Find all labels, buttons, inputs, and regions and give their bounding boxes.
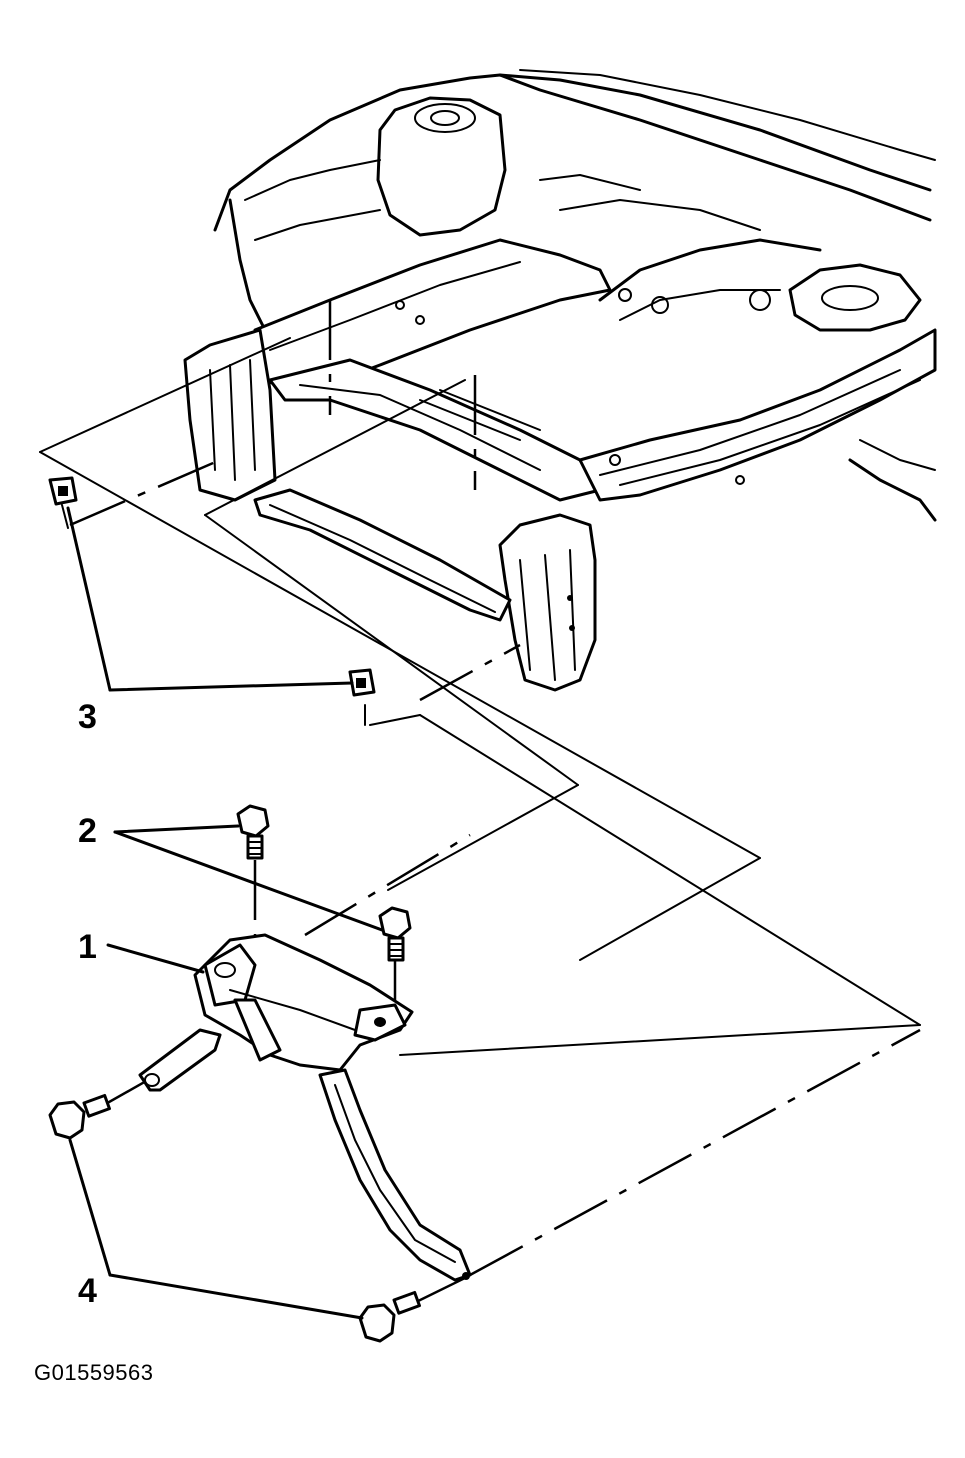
callout-2: 2 — [78, 812, 97, 850]
callout-4: 4 — [78, 1272, 97, 1310]
bolt-upper-right — [378, 906, 412, 962]
figure-id: G01559563 — [34, 1360, 154, 1385]
mount-bracket — [138, 933, 472, 1282]
callout-leaders — [66, 506, 384, 1320]
clip-nut-right — [348, 668, 376, 697]
callout-3: 3 — [78, 698, 97, 736]
bolt-lower-right — [358, 1290, 421, 1343]
bolt-lower-left — [48, 1093, 111, 1140]
callout-1: 1 — [78, 928, 97, 966]
vehicle-frame-illustration — [183, 69, 937, 692]
bolt-upper-left — [236, 804, 270, 860]
clip-nut-left — [48, 476, 78, 529]
